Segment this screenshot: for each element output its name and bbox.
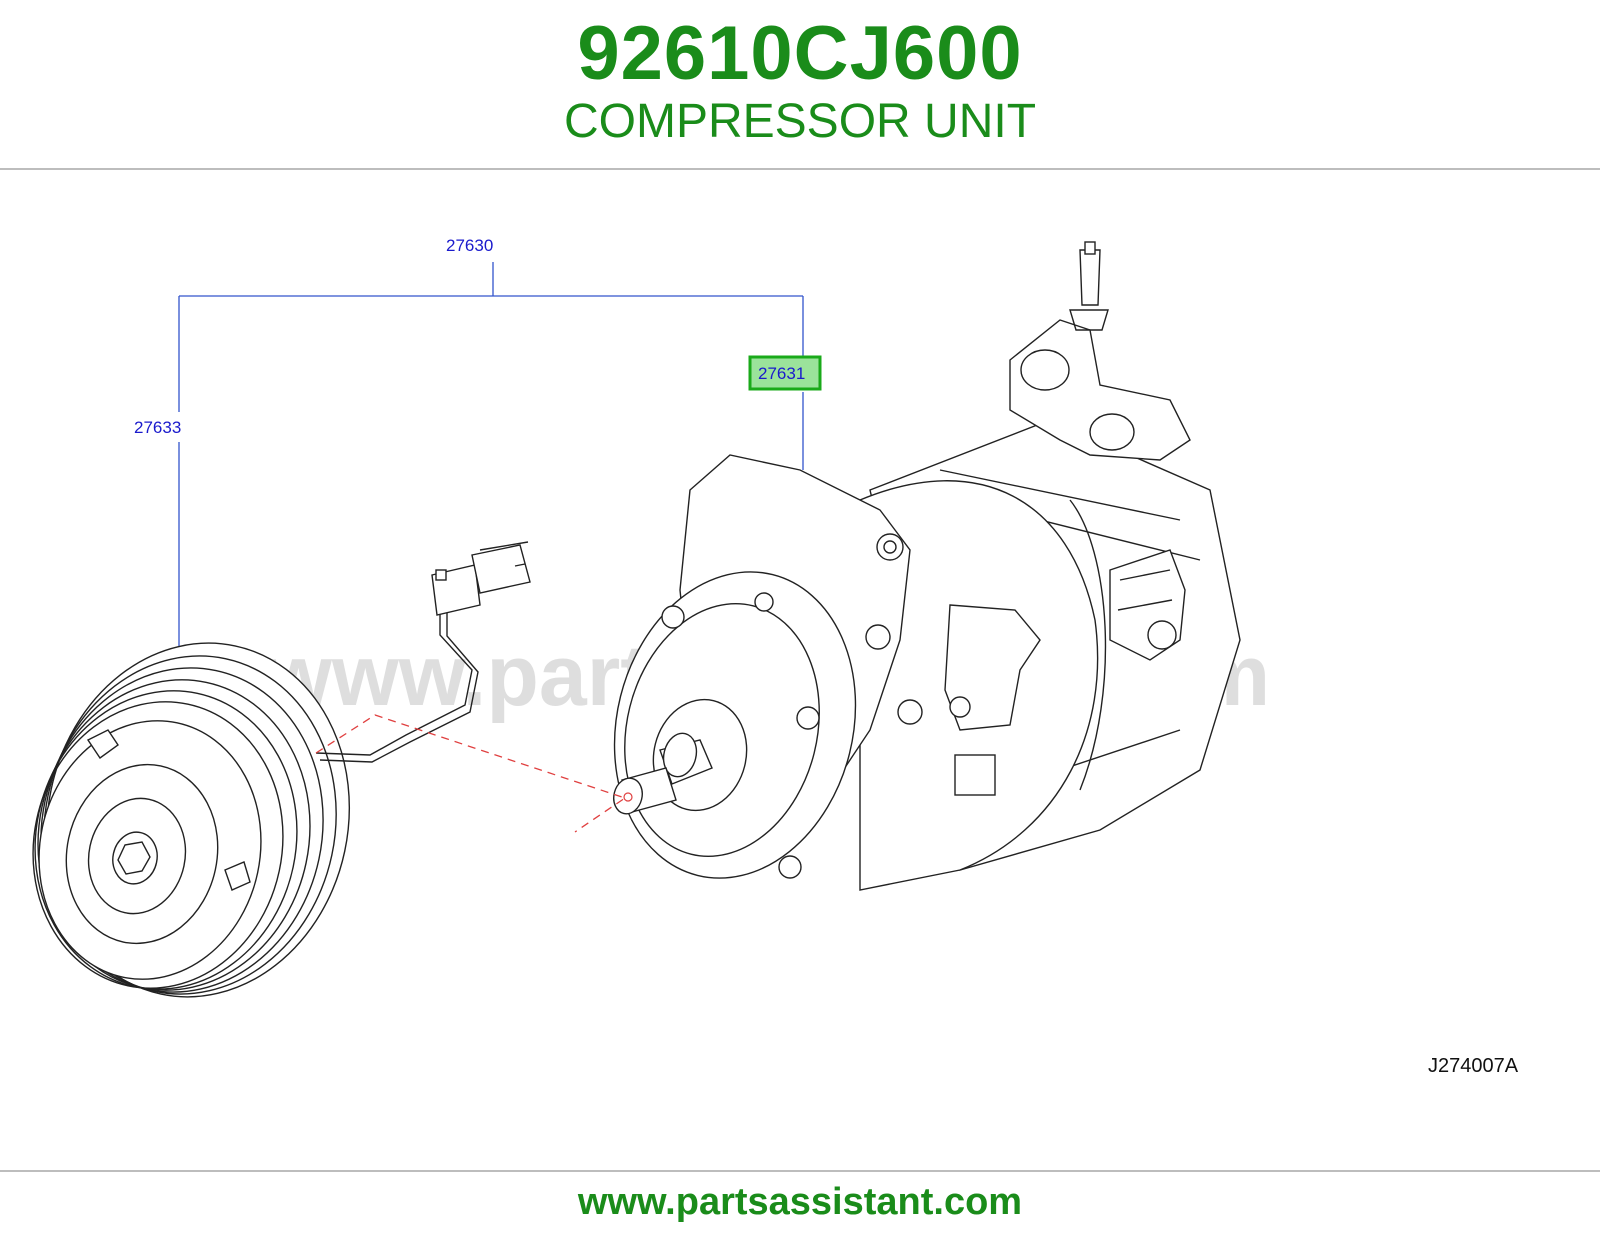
page-header: 92610CJ600 COMPRESSOR UNIT xyxy=(0,0,1600,168)
footer-site-link[interactable]: www.partsassistant.com xyxy=(577,1181,1023,1223)
diagram-reference-code: J274007A xyxy=(1428,1055,1519,1077)
compressor-drawing xyxy=(613,241,1241,891)
footer-divider xyxy=(0,1170,1600,1172)
part-number-title: 92610CJ600 xyxy=(577,11,1023,96)
leader-lines xyxy=(178,262,804,648)
diagram-canvas: www.partsassistant.com 27630 27633 27631 xyxy=(32,236,1519,1077)
callout-27631[interactable]: 27631 xyxy=(758,364,805,383)
callout-27633[interactable]: 27633 xyxy=(134,418,181,437)
callout-27630[interactable]: 27630 xyxy=(446,236,493,255)
clutch-pulley-drawing xyxy=(32,642,351,998)
header-divider xyxy=(0,168,1600,170)
wire-harness-drawing xyxy=(315,541,531,763)
part-name-subtitle: COMPRESSOR UNIT xyxy=(563,95,1037,148)
highlight-box xyxy=(748,355,822,391)
alignment-dashed-line xyxy=(315,714,627,833)
parts-diagram: www.partsassistant.com 27630 27633 27631 xyxy=(0,170,1600,1170)
